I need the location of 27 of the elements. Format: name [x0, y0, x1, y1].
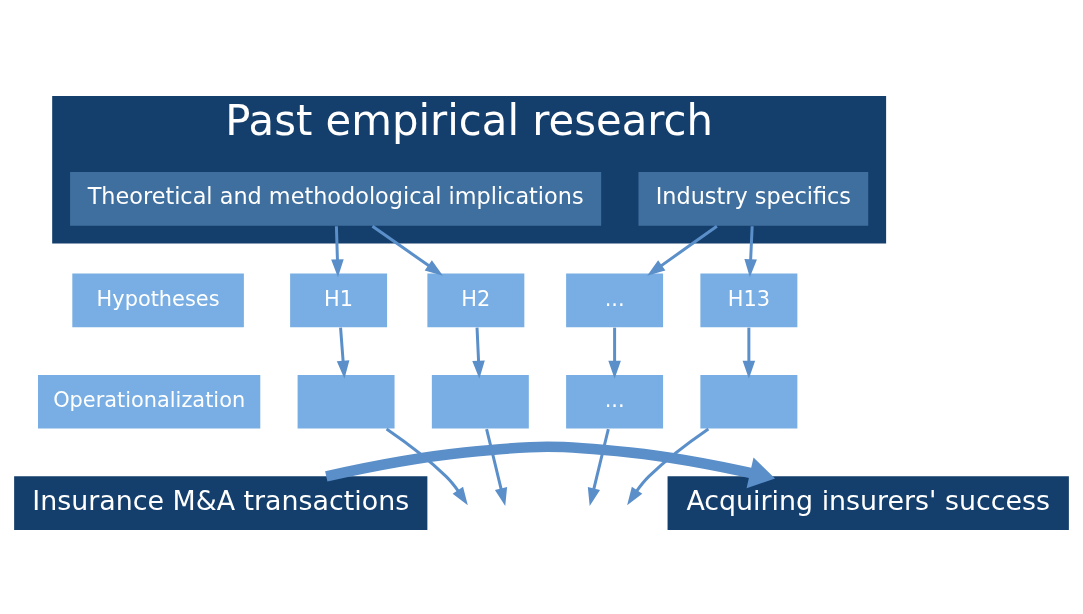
- arrow: [336, 327, 350, 379]
- arrow: [647, 225, 718, 276]
- arrow: [331, 226, 344, 278]
- arrow: [587, 428, 610, 506]
- node-box: Acquiring insurers' success: [667, 476, 1069, 531]
- arrow: [742, 327, 756, 379]
- node-box: [700, 374, 798, 429]
- node-box: H1: [290, 273, 388, 328]
- node-box: Industry specifics: [638, 172, 869, 226]
- arrow: [472, 327, 485, 379]
- node-box: Hypotheses: [72, 273, 244, 328]
- arrow: [608, 327, 621, 379]
- node-box: H2: [427, 273, 525, 328]
- arrow: [485, 428, 508, 506]
- node-box: Insurance M&A transactions: [14, 476, 428, 531]
- node-box: H13: [700, 273, 798, 328]
- node-box: ...: [566, 374, 664, 429]
- arrow: [627, 427, 710, 506]
- node-box: Theoretical and methodological implications: [70, 172, 602, 226]
- arrow: [744, 226, 757, 278]
- node-box: ...: [566, 273, 664, 328]
- node-box: [431, 374, 529, 429]
- node-box: Operationalization: [38, 374, 261, 429]
- arrow: [385, 427, 468, 506]
- arrow: [325, 441, 776, 489]
- node-box: [297, 374, 395, 429]
- arrow: [371, 224, 443, 276]
